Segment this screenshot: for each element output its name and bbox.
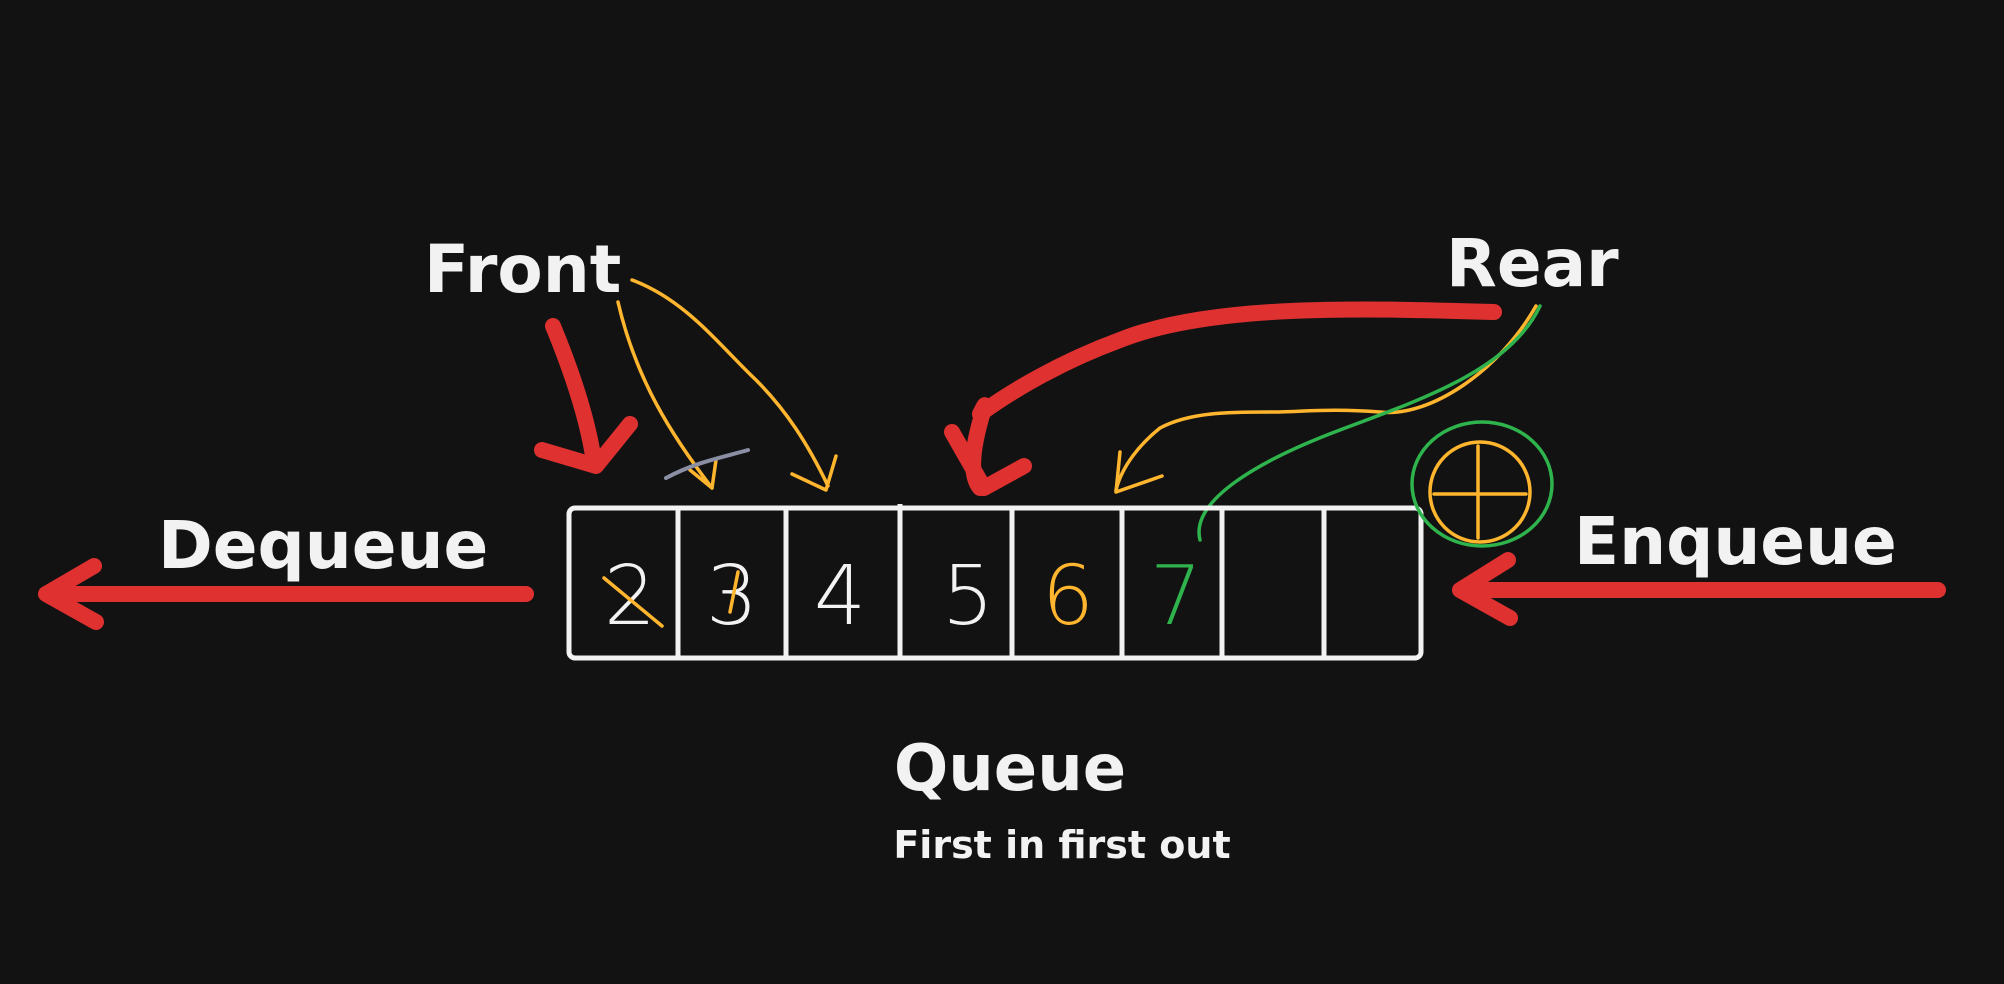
rear-arrow (944, 301, 1502, 496)
dequeued-strikes (602, 448, 750, 628)
queue-cell-5: 6 (1042, 549, 1094, 644)
queue-cell-4: 5 (942, 549, 994, 644)
queue-box (566, 504, 1424, 661)
rear-green-line (1197, 304, 1542, 542)
circled-plus-icon (1410, 420, 1554, 548)
queue-cell-3: 4 (814, 549, 866, 644)
rear-orange-arrow (1114, 304, 1538, 494)
queue-cell-1: 2 (604, 549, 656, 644)
queue-subtitle: First in first out (893, 823, 1230, 867)
dequeue-label: Dequeue (158, 507, 488, 584)
dequeue-arrow (38, 558, 534, 630)
front-label: Front (424, 231, 621, 308)
queue-cell-6: 7 (1150, 549, 1202, 644)
enqueue-label: Enqueue (1574, 503, 1897, 580)
rear-label: Rear (1446, 225, 1619, 302)
enqueue-arrow (1452, 552, 1946, 626)
front-arrow (534, 318, 638, 474)
queue-cell-dividers (675, 504, 1327, 656)
queue-title: Queue (894, 732, 1126, 806)
front-orange-arrows (616, 278, 838, 492)
